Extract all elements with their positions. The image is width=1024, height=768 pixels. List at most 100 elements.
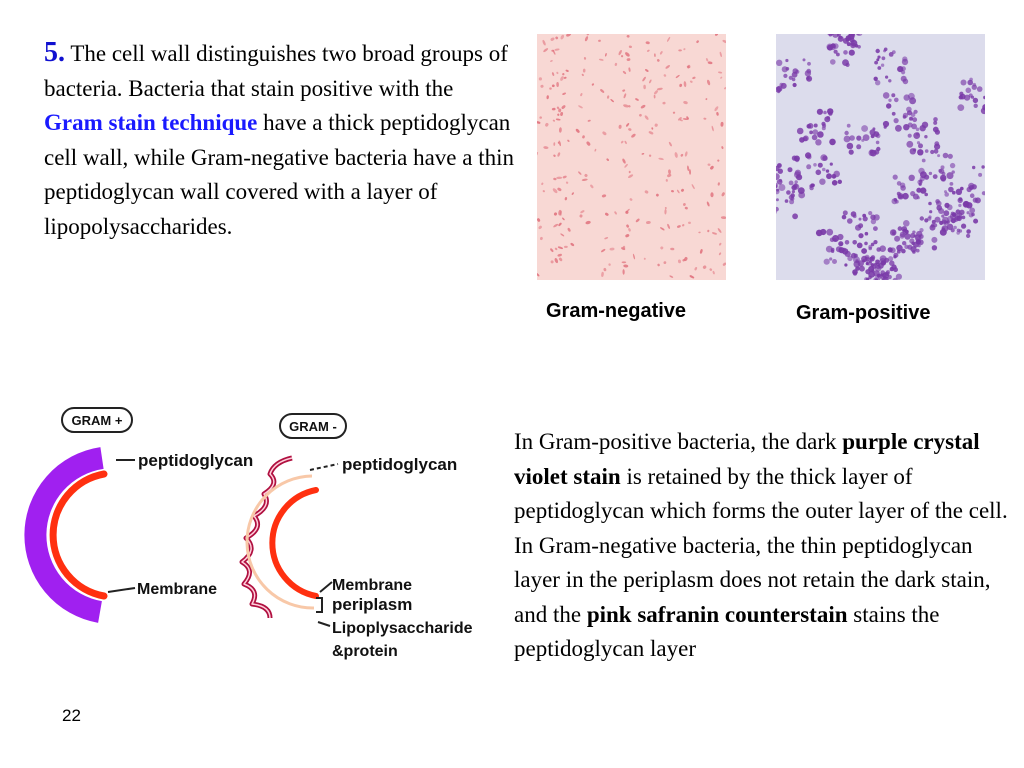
gram-negative-cell <box>688 221 691 225</box>
gram-positive-cell <box>924 174 930 180</box>
gram-positive-cell <box>874 265 882 272</box>
gram-positive-cell <box>921 158 926 163</box>
gram-positive-cell <box>889 247 896 254</box>
gram-negative-cell <box>579 214 583 218</box>
gram-positive-cell <box>875 259 880 265</box>
gram-negative-cell <box>546 95 549 100</box>
gram-negative-cell <box>705 98 708 101</box>
gram-positive-cell <box>832 259 837 264</box>
gram-positive-cell <box>776 188 780 195</box>
gram-positive-cell <box>861 248 867 254</box>
gram-positive-cell <box>897 66 904 73</box>
gram-negative-cell <box>545 122 549 127</box>
gram-negative-cell <box>654 123 658 127</box>
gram-positive-cell <box>882 120 890 128</box>
gram-negative-cell <box>586 141 591 146</box>
gram-positive-cell <box>856 34 860 36</box>
p1-text-start: In Gram-positive bacteria, the dark <box>514 429 843 454</box>
gram-positive-cell <box>915 248 920 253</box>
gram-negative-cell <box>587 119 591 122</box>
gram-negative-cell <box>552 49 556 55</box>
gram-positive-cell <box>856 242 863 249</box>
gram-negative-cell <box>665 179 668 182</box>
gram-negative-cell <box>553 223 559 228</box>
gram-negative-cell <box>651 127 654 130</box>
gram-positive-cell <box>941 214 945 218</box>
gram-positive-cell <box>949 182 954 186</box>
gram-positive-cell <box>910 233 916 239</box>
gram-negative-cell <box>557 152 561 157</box>
gram-negative-cell <box>628 67 631 72</box>
gram-positive-cell <box>879 245 886 252</box>
gram-negative-cell <box>538 225 542 230</box>
gram-negative-cell <box>570 242 575 247</box>
gram-positive-cell <box>944 192 949 197</box>
gram-positive-cell <box>885 75 889 79</box>
gram-negative-cell <box>561 105 566 109</box>
gram-positive-cell <box>839 242 843 247</box>
gram-negative-cell <box>557 246 563 249</box>
gram-positive-cell <box>888 52 894 57</box>
gram-negative-cell <box>646 220 651 225</box>
gram-negative-cell <box>715 34 718 36</box>
gram-positive-cell <box>823 110 827 115</box>
gram-negative-cell <box>621 261 627 264</box>
gram-negative-cell <box>671 190 674 193</box>
gram-negative-cell <box>668 141 672 147</box>
gram-negative-cell <box>677 259 682 264</box>
gram-negative-cell <box>703 117 707 120</box>
gram-positive-cell <box>830 247 835 252</box>
gram-negative-cell <box>660 246 664 250</box>
gram-negative-cell <box>542 190 545 193</box>
gram-positive-cell <box>942 216 949 224</box>
gram-negative-cell <box>558 257 563 262</box>
gram-negative-cell <box>562 217 565 221</box>
gram-positive-cell <box>961 215 966 220</box>
gram-positive-cell <box>829 138 836 146</box>
pos-membrane-label: Membrane <box>137 581 217 598</box>
gram-positive-cell <box>876 273 881 278</box>
gram-positive-cell <box>943 210 950 217</box>
gram-positive-cell <box>882 276 889 280</box>
gram-positive-cell <box>817 162 823 168</box>
gram-negative-cell <box>625 234 630 238</box>
gram-negative-cell <box>580 92 583 97</box>
gram-negative-cell <box>618 49 622 56</box>
gram-positive-cell <box>953 225 957 230</box>
gram-positive-cell <box>826 228 834 236</box>
gram-positive-cell <box>973 103 978 109</box>
gram-positive-cell <box>903 220 910 227</box>
gram-positive-cell <box>894 97 899 103</box>
gram-negative-cell <box>667 223 671 229</box>
gram-negative-cell <box>628 45 632 49</box>
svg-text:GRAM +: GRAM + <box>72 413 123 428</box>
gram-negative-cell <box>682 118 689 121</box>
gram-positive-cell <box>845 37 850 42</box>
p2-text-end: stains the peptidoglycan layer <box>514 601 940 662</box>
gram-negative-cell <box>691 184 695 190</box>
gram-positive-cell <box>837 233 844 241</box>
gram-positive-cell <box>973 218 979 224</box>
gram-positive-cell <box>892 232 896 236</box>
gram-positive-cell <box>949 162 956 169</box>
gram-negative-cell <box>624 163 628 168</box>
gram-negative-cell <box>711 125 714 132</box>
gram-negative-cell <box>706 201 710 207</box>
gram-positive-cell <box>957 104 965 111</box>
gram-negative-cell <box>632 253 636 260</box>
gram-negative-cell <box>620 55 624 58</box>
gram-positive-cell <box>888 256 894 262</box>
gram-positive-cell <box>784 199 789 203</box>
cell-wall-diagram: GRAM + GRAM - peptidoglycan Membrane pep… <box>20 400 500 675</box>
gram-positive-cell <box>913 109 918 114</box>
gram-negative-cell <box>719 51 722 58</box>
gram-negative-cell <box>539 236 543 241</box>
gram-negative-cell <box>558 108 562 113</box>
gram-positive-cell <box>900 75 907 82</box>
gram-negative-cell <box>667 36 671 42</box>
gram-negative-cell <box>552 188 558 194</box>
gram-negative-cell <box>720 216 726 220</box>
gram-negative-cell <box>564 245 568 249</box>
gram-negative-cell <box>553 212 558 216</box>
thin-peptidoglycan-wall <box>245 474 315 610</box>
